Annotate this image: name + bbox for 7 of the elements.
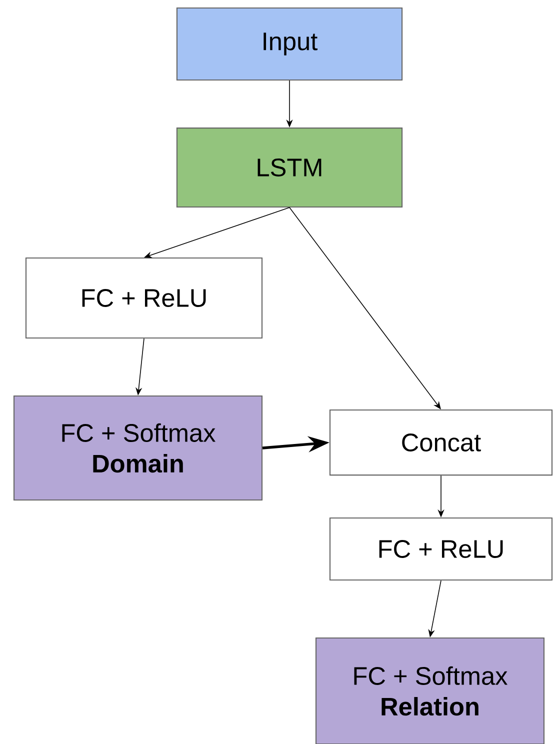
process-box: LSTM: [176, 128, 403, 208]
process-box: Concat: [329, 409, 553, 476]
process-box: FC + ReLU: [329, 517, 553, 581]
process-box: FC + ReLU: [25, 257, 263, 339]
process-box: FC + Softmax Domain: [13, 395, 263, 501]
process-box: FC + Softmax Relation: [315, 637, 545, 744]
process-box: Input: [176, 7, 403, 81]
